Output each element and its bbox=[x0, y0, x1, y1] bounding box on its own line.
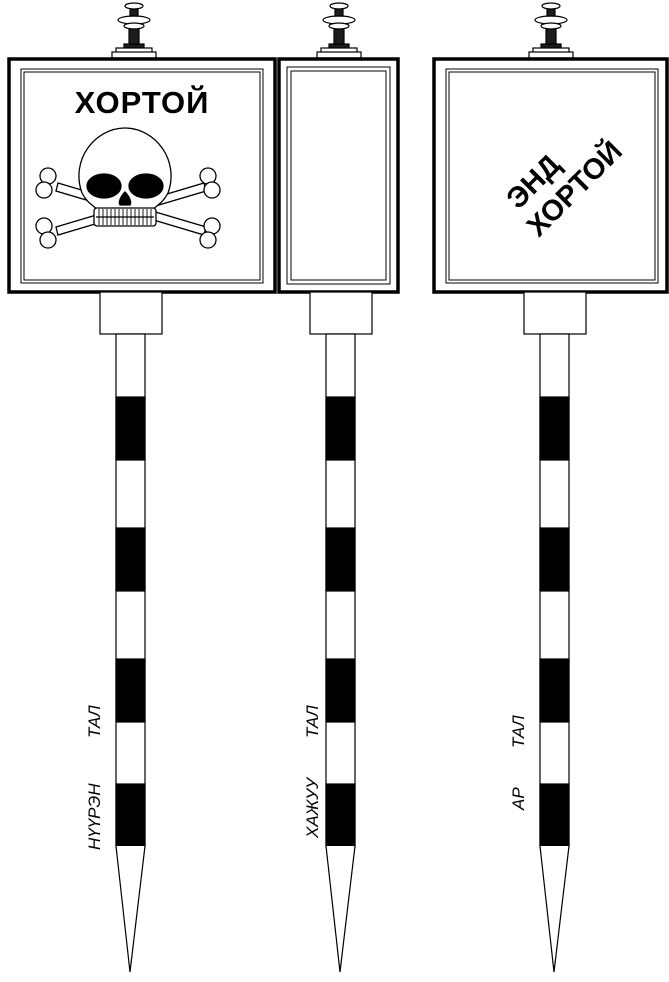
panel-frame bbox=[432, 57, 669, 294]
side-label-tal: ТАЛ bbox=[85, 705, 104, 738]
side-label-word: НҮҮРЭН bbox=[85, 783, 104, 850]
striped-pole bbox=[115, 333, 146, 973]
striped-pole bbox=[325, 333, 356, 973]
skull-crossbones-icon bbox=[35, 127, 221, 249]
side-label-tal: ТАЛ bbox=[303, 705, 322, 738]
panel-title: ХОРТОЙ bbox=[75, 84, 210, 120]
sign-front: ХОРТОЙ bbox=[7, 2, 277, 973]
side-label-word: АР bbox=[509, 787, 528, 811]
lamp-icon bbox=[528, 2, 574, 59]
panel-frame bbox=[277, 57, 400, 294]
sign-side: ХАЖУУ ТАЛ bbox=[277, 2, 400, 973]
side-label-tal: ТАЛ bbox=[509, 715, 528, 748]
side-label-word: ХАЖУУ bbox=[303, 776, 322, 839]
lamp-icon bbox=[316, 2, 362, 59]
sign-back: ЭНД ХОРТОЙ АР ТАЛ bbox=[432, 2, 669, 973]
striped-pole bbox=[539, 333, 570, 973]
lamp-icon bbox=[111, 2, 157, 59]
